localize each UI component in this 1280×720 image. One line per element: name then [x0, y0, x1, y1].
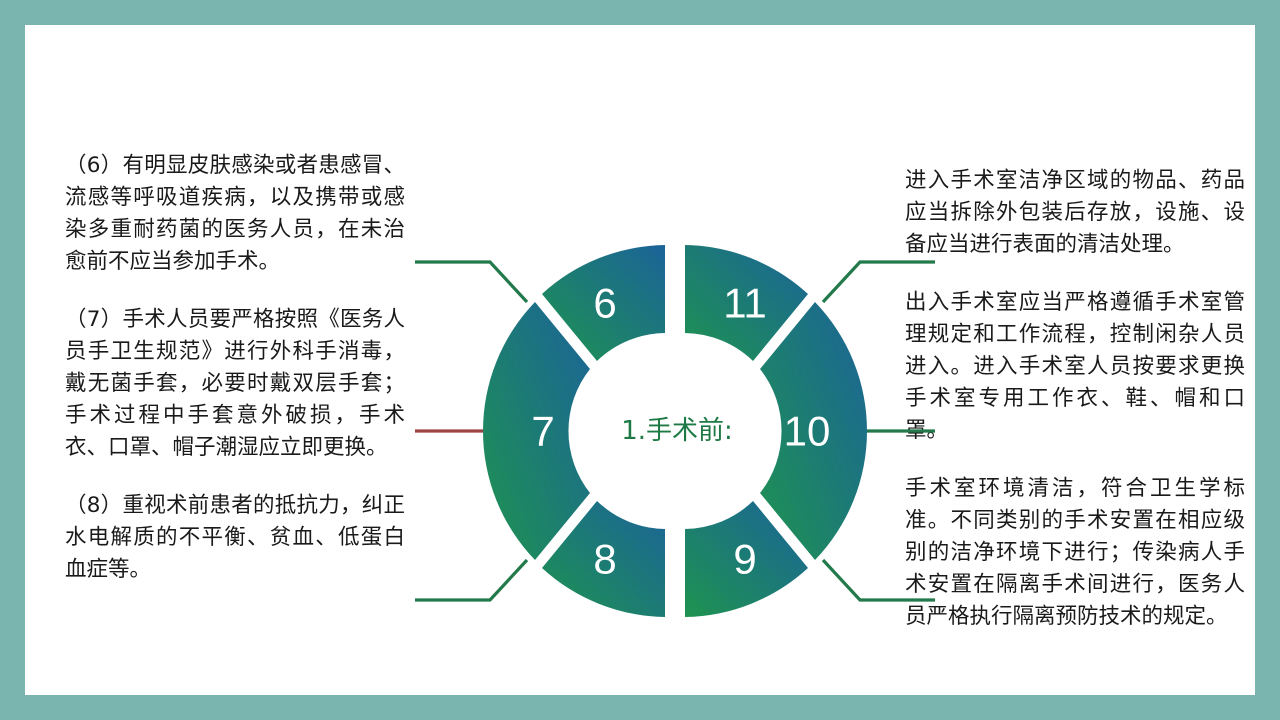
donut-segment-8[interactable]: 8 [542, 501, 665, 617]
left-text-column: （6）有明显皮肤感染或者患感冒、流感等呼吸道疾病，以及携带或感染多重耐药菌的医务… [65, 150, 405, 586]
connector-bottom-right [821, 558, 935, 602]
right-paragraph-3: 手术室环境清洁，符合卫生学标准。不同类别的手术安置在相应级别的洁净环境下进行；传… [905, 476, 1245, 629]
donut-segment-9[interactable]: 9 [685, 501, 808, 617]
donut-diagram: 6 11 7 10 [415, 220, 935, 640]
segment-10-number: 10 [784, 408, 831, 455]
donut-segment-10[interactable]: 10 [760, 302, 868, 560]
segment-6-number: 6 [593, 280, 616, 327]
donut-segment-6[interactable]: 6 [542, 245, 665, 361]
donut-segment-11[interactable]: 11 [685, 245, 808, 361]
left-paragraph-7: （7）手术人员要严格按照《医务人员手卫生规范》进行外科手消毒，戴无菌手套，必要时… [65, 307, 405, 460]
right-paragraph-1: 进入手术室洁净区域的物品、药品应当拆除外包装后存放，设施、设备应当进行表面的清洁… [905, 168, 1245, 257]
segment-7-number: 7 [531, 408, 554, 455]
right-paragraph-2: 出入手术室应当严格遵循手术室管理规定和工作流程，控制闲杂人员进入。进入手术室人员… [905, 290, 1245, 443]
segment-8-number: 8 [593, 536, 616, 583]
diagram-center-label: 1.手术前: [621, 416, 733, 446]
left-paragraph-6: （6）有明显皮肤感染或者患感冒、流感等呼吸道疾病，以及携带或感染多重耐药菌的医务… [65, 153, 405, 274]
connector-top-right [821, 260, 935, 304]
segment-9-number: 9 [733, 536, 756, 583]
connector-bottom-left [415, 558, 529, 602]
slide-canvas: （6）有明显皮肤感染或者患感冒、流感等呼吸道疾病，以及携带或感染多重耐药菌的医务… [25, 25, 1255, 695]
donut-segment-7[interactable]: 7 [482, 302, 590, 560]
right-text-column: 进入手术室洁净区域的物品、药品应当拆除外包装后存放，设施、设备应当进行表面的清洁… [905, 165, 1245, 633]
left-paragraph-8: （8）重视术前患者的抵抗力，纠正水电解质的不平衡、贫血、低蛋白血症等。 [65, 493, 405, 582]
segment-11-number: 11 [723, 280, 767, 327]
connector-top-left [415, 260, 529, 304]
